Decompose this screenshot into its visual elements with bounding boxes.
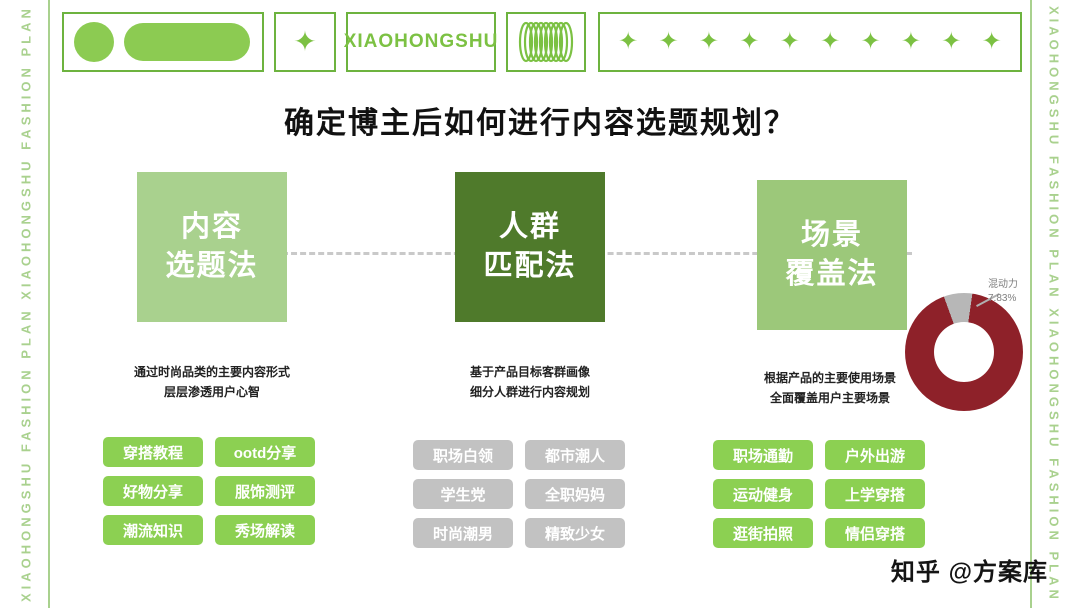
method-box-line1: 内容 (180, 210, 243, 243)
donut-hole (934, 322, 994, 382)
tag: 逛街拍照 (713, 518, 813, 548)
tag: 穿搭教程 (103, 437, 203, 467)
tag: ootd分享 (215, 437, 315, 467)
chart-annotation: 混动力 7.83% (988, 278, 1044, 306)
tag: 都市潮人 (525, 440, 625, 470)
tag: 好物分享 (103, 476, 203, 506)
chart-annotation-value: 7.83% (988, 293, 1017, 304)
desc-line1: 根据产品的主要使用场景 (763, 371, 896, 385)
tag: 秀场解读 (215, 515, 315, 545)
circle-shape (74, 22, 114, 62)
method-description: 基于产品目标客群画像 细分人群进行内容规划 (405, 362, 655, 403)
header-brand-box: XIAOHONGSHU (343, 12, 499, 72)
tag: 职场通勤 (713, 440, 813, 470)
left-rail-text: XIAOHONGSHU FASHION PLAN XIAOHONGSHU FAS… (18, 5, 34, 603)
method-box-line1: 场景 (800, 218, 863, 251)
tag-grid-audience-match: 职场白领 都市潮人 学生党 全职妈妈 时尚潮男 精致少女 (413, 440, 625, 548)
sparkle-icon: ✦ (981, 28, 1002, 55)
method-box-line2: 选题法 (165, 250, 259, 282)
method-box-audience-match: 人群 匹配法 (455, 172, 605, 322)
method-box-scene-coverage: 场景 覆盖法 (757, 180, 907, 330)
method-box-content-topic: 内容 选题法 (137, 172, 287, 322)
desc-line2: 全面覆盖用户主要场景 (769, 391, 890, 406)
sparkle-icon: ✦ (698, 28, 720, 55)
sparkle-icon: ✦ (779, 28, 800, 55)
desc-line1: 通过时尚品类的主要内容形式 (133, 365, 290, 379)
sparkle-icon: ✦ (293, 26, 317, 57)
tag: 精致少女 (525, 518, 625, 548)
method-description: 通过时尚品类的主要内容形式 层层渗透用户心智 (87, 362, 337, 403)
header-star-box: ✦ (274, 12, 336, 72)
pill-shape (124, 23, 250, 61)
desc-line1: 基于产品目标客群画像 (469, 365, 590, 379)
desc-line2: 细分人群进行内容规划 (469, 385, 590, 400)
tag-grid-content-topic: 穿搭教程 ootd分享 好物分享 服饰测评 潮流知识 秀场解读 (103, 437, 315, 545)
brand-logo-text: XIAOHONGSHU (343, 31, 499, 52)
tag: 上学穿搭 (825, 479, 925, 509)
sparkle-icon: ✦ (739, 28, 760, 55)
tag: 全职妈妈 (525, 479, 625, 509)
sparkle-icon: ✦ (820, 28, 841, 55)
header-stars-row: ✦ ✦ ✦ ✦ ✦ ✦ ✦ ✦ ✦ ✦ (598, 12, 1022, 72)
tag: 潮流知识 (103, 515, 203, 545)
method-box-line2: 覆盖法 (785, 258, 879, 290)
method-box-line1: 人群 (498, 210, 561, 243)
sparkle-icon: ✦ (860, 28, 881, 55)
tag: 服饰测评 (215, 476, 315, 506)
left-rail-divider (48, 0, 50, 608)
donut-chart-wrap (905, 293, 1023, 411)
tag: 情侣穿搭 (825, 518, 925, 548)
watermark: 知乎 @方案库 (890, 559, 1048, 586)
tag: 户外出游 (825, 440, 925, 470)
chart-annotation-label: 混动力 (988, 279, 1018, 290)
tag: 学生党 (413, 479, 513, 509)
desc-line2: 层层渗透用户心智 (163, 385, 260, 400)
tag: 职场白领 (413, 440, 513, 470)
tag-grid-scene-coverage: 职场通勤 户外出游 运动健身 上学穿搭 逛街拍照 情侣穿搭 (713, 440, 925, 548)
coil-icon (518, 21, 574, 63)
sparkle-icon: ✦ (658, 28, 679, 55)
tag: 时尚潮男 (413, 518, 513, 548)
method-description: 根据产品的主要使用场景 全面覆盖用户主要场景 (705, 368, 955, 409)
right-rail-divider (1030, 0, 1032, 608)
header-coil-box (506, 12, 586, 72)
sparkle-icon: ✦ (618, 28, 639, 55)
tag: 运动健身 (713, 479, 813, 509)
sparkle-icon: ✦ (900, 28, 921, 55)
sparkle-icon: ✦ (941, 28, 962, 55)
method-box-line2: 匹配法 (483, 250, 577, 282)
page-title: 确定博主后如何进行内容选题规划？ (284, 107, 796, 140)
header-shapes-box (62, 12, 264, 72)
right-rail-text: XIAOHONGSHU FASHION PLAN XIAOHONGSHU FAS… (1046, 5, 1062, 603)
